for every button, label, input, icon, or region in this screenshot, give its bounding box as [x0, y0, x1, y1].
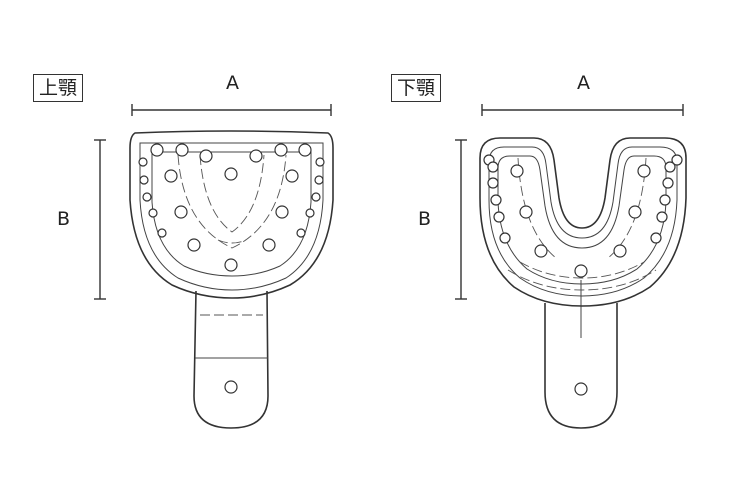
upper-handle	[193, 290, 269, 429]
upper-tray-inner-rim	[139, 142, 324, 291]
upper-tray-holes	[138, 143, 325, 272]
upper-hole	[199, 149, 213, 163]
lower-dimension-b-label: B	[418, 208, 432, 230]
lower-tray-outline	[479, 137, 687, 307]
upper-hole	[142, 192, 152, 202]
lower-tray	[455, 104, 687, 429]
lower-hole	[656, 211, 668, 223]
lower-tray-inner-rim	[488, 146, 678, 297]
upper-hole	[274, 143, 288, 157]
lower-hole	[499, 232, 511, 244]
lower-hole	[671, 154, 683, 166]
upper-hole	[224, 167, 238, 181]
upper-hole	[249, 149, 263, 163]
lower-hole	[613, 244, 627, 258]
upper-hole	[298, 143, 312, 157]
upper-tray-dash-3	[217, 239, 247, 244]
lower-hole	[637, 164, 651, 178]
lower-hole	[534, 244, 548, 258]
upper-hole	[187, 238, 201, 252]
lower-dimension-a-label: A	[577, 72, 590, 94]
lower-hole	[493, 211, 505, 223]
lower-tray-floor	[497, 155, 667, 285]
upper-jaw-label: 上顎	[33, 74, 84, 102]
upper-dimension-a-label: A	[226, 72, 239, 94]
upper-hole	[285, 169, 299, 183]
lower-handle	[544, 303, 618, 429]
upper-hole	[262, 238, 276, 252]
upper-hole	[314, 175, 324, 185]
lower-hole	[659, 194, 671, 206]
upper-handle-hole	[224, 380, 238, 394]
lower-tray-dash-2	[519, 261, 645, 279]
upper-tray-dash-1	[177, 154, 287, 249]
lower-tray-holes	[483, 154, 683, 278]
lower-tray-dash-1	[507, 269, 657, 291]
upper-hole	[174, 205, 188, 219]
lower-handle-hole	[574, 382, 588, 396]
upper-hole	[224, 258, 238, 272]
upper-hole	[157, 228, 167, 238]
upper-hole	[175, 143, 189, 157]
lower-hole	[490, 194, 502, 206]
lower-hole	[519, 205, 533, 219]
lower-hole	[662, 177, 674, 189]
upper-hole	[148, 208, 158, 218]
upper-hole	[139, 175, 149, 185]
lower-hole	[664, 161, 676, 173]
upper-hole	[305, 208, 315, 218]
upper-dimension-b-label: B	[57, 208, 71, 230]
upper-tray-outline	[129, 130, 334, 299]
upper-hole	[315, 157, 325, 167]
upper-hole	[311, 192, 321, 202]
lower-hole	[650, 232, 662, 244]
lower-hole	[574, 264, 588, 278]
upper-hole	[138, 157, 148, 167]
lower-hole	[487, 177, 499, 189]
upper-hole	[275, 205, 289, 219]
upper-tray	[94, 104, 334, 429]
upper-tray-floor	[151, 151, 312, 277]
lower-hole	[510, 164, 524, 178]
upper-tray-dash-2	[199, 154, 265, 233]
upper-hole	[150, 143, 164, 157]
upper-hole	[164, 169, 178, 183]
upper-hole	[296, 228, 306, 238]
lower-hole	[487, 161, 499, 173]
lower-jaw-label: 下顎	[391, 74, 442, 102]
lower-hole	[628, 205, 642, 219]
